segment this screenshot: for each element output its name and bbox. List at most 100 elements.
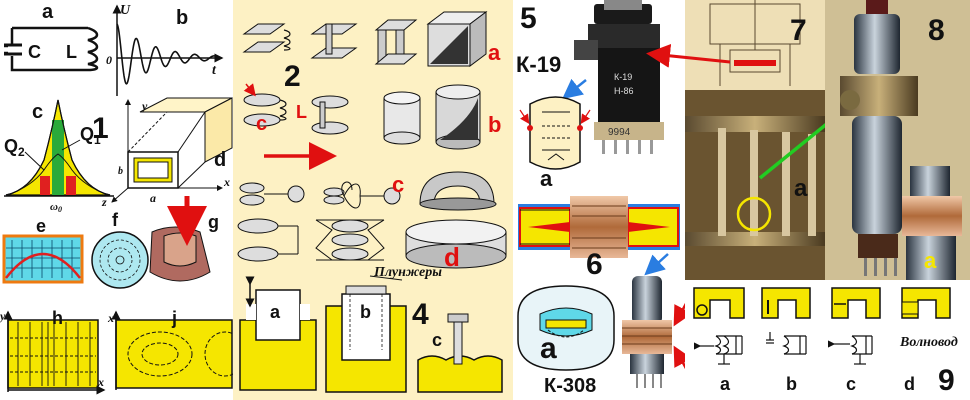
field-lines-h: y x h <box>0 308 106 395</box>
waveguide-z-label: z <box>101 195 107 209</box>
panel-5-6: 5 К-19 К-19 Н-86 9994 <box>513 0 692 400</box>
panel-2-4: a 2 c L b <box>233 0 513 400</box>
tube-marking-1: К-19 <box>614 72 632 82</box>
tube-marking-2: Н-86 <box>614 86 634 96</box>
closed-cylinder <box>435 84 481 150</box>
waveguide-y-label: y <box>140 99 148 113</box>
engraving-drawing <box>685 0 825 90</box>
label-4a: a <box>270 302 281 322</box>
tube-k19-label: К-19 <box>516 52 561 77</box>
blue-arrow-k308 <box>644 253 669 276</box>
label-2c-left: c <box>256 113 267 135</box>
label-1g: g <box>208 212 219 232</box>
omega-label: ω0 <box>50 201 62 214</box>
label-9d: d <box>904 374 915 394</box>
label-1b: b <box>176 7 188 29</box>
damped-oscillation-plot: U t 0 b <box>106 3 224 96</box>
label-9a: a <box>720 374 731 394</box>
j-x-label: x <box>107 311 114 325</box>
resonance-curves: c Q2 Q1 ω0 <box>4 99 114 214</box>
waveguide-b-dim: b <box>118 166 123 177</box>
flat-disc-cavity <box>405 219 507 269</box>
waveguide-x-label: x <box>223 175 230 189</box>
cavity-closeup-photo: a <box>685 90 825 280</box>
panel-number-9: 9 <box>938 364 955 397</box>
u-axis-label: U <box>120 3 131 18</box>
panel-1: a C L U t 0 b c Q2 Q1 ω0 <box>0 0 246 400</box>
small-dumbbell <box>239 182 305 206</box>
panel-9: a b c <box>685 280 970 400</box>
waveguide-coupling-d: Волновод d <box>899 287 958 394</box>
label-5a: a <box>540 166 553 191</box>
panel-number-7: 7 <box>790 14 807 47</box>
label-1c: c <box>32 101 43 123</box>
label-1j: j <box>171 308 177 328</box>
discs-with-strip <box>311 95 349 135</box>
plates-with-strip <box>310 23 358 59</box>
q2-label: Q2 <box>4 136 25 159</box>
cavity-section-g: g <box>149 196 219 282</box>
toroidal-cavity <box>419 171 497 211</box>
rectangular-waveguide: y x z a b d <box>101 97 233 209</box>
h-y-label: y <box>0 309 6 323</box>
waveguide-label: Волновод <box>899 335 958 350</box>
panel-number-8: 8 <box>928 14 945 47</box>
label-9c: c <box>846 374 856 394</box>
damped-wave-curve <box>116 23 218 85</box>
inductor-label: L <box>66 42 77 62</box>
multi-disc-lattice <box>315 219 385 261</box>
large-tube-photo: a 8 <box>825 0 970 280</box>
tube-in-cavity-section <box>518 196 680 258</box>
label-8a: a <box>924 248 937 273</box>
circular-field-f: f <box>91 210 149 289</box>
label-4b: b <box>360 302 371 322</box>
plungers-label: Плунжеры <box>373 265 442 280</box>
plunger-cavity-a: a <box>239 276 317 391</box>
field-distribution-e: e <box>2 216 84 284</box>
disc-capacitor-coil <box>243 83 287 127</box>
multi-loop-dumbbell <box>323 181 401 209</box>
label-7a: a <box>794 175 808 202</box>
label-2b: b <box>488 112 501 137</box>
label-1d: d <box>214 149 226 171</box>
plate-capacitor-coil <box>242 23 291 53</box>
panel-number-2: 2 <box>284 60 301 93</box>
tube-k308-label: К-308 <box>544 375 596 397</box>
zero-label: 0 <box>106 53 112 67</box>
panel-number-6: 6 <box>586 248 603 281</box>
label-2c: c <box>392 172 404 197</box>
large-disc-pair <box>237 218 299 262</box>
label-2d: d <box>444 242 460 272</box>
toroidal-cavity-cutaway: a <box>517 285 615 371</box>
label-9b: b <box>786 374 797 394</box>
plunger-cavity-b: b <box>325 285 407 393</box>
blue-arrow-k19 <box>562 78 587 100</box>
h-x-label: x <box>97 375 104 389</box>
tuning-screw-cavity-c: c <box>417 313 503 393</box>
tube-base-marking: 9994 <box>608 127 631 138</box>
label-1e: e <box>36 216 46 236</box>
panel-number-1: 1 <box>92 112 109 145</box>
coupling-probe-b: b <box>761 287 811 394</box>
open-cylinder <box>383 91 421 145</box>
capacitor-label: C <box>28 42 41 62</box>
label-1a: a <box>42 1 54 23</box>
cube-resonator <box>426 11 488 67</box>
label-2a: a <box>488 40 501 65</box>
t-axis-label: t <box>212 63 217 78</box>
label-1f: f <box>112 210 119 230</box>
tube-schematic-symbol: a <box>519 96 591 191</box>
plates-with-walls <box>374 19 418 65</box>
panel-7-8: 7 a a 8 <box>646 0 970 280</box>
waveguide-a-dim: a <box>150 191 156 205</box>
highlight-circle <box>736 196 772 232</box>
panel-number-4: 4 <box>412 298 429 331</box>
k19-tube-photo: К-19 Н-86 9994 <box>574 0 664 154</box>
panel-number-5: 5 <box>520 2 537 35</box>
label-6a: a <box>540 332 557 365</box>
k308-tube-photo <box>622 276 672 388</box>
label-4c: c <box>432 330 442 350</box>
coupling-loop-a: a <box>693 287 745 394</box>
inductor-label-L: L <box>296 102 307 122</box>
